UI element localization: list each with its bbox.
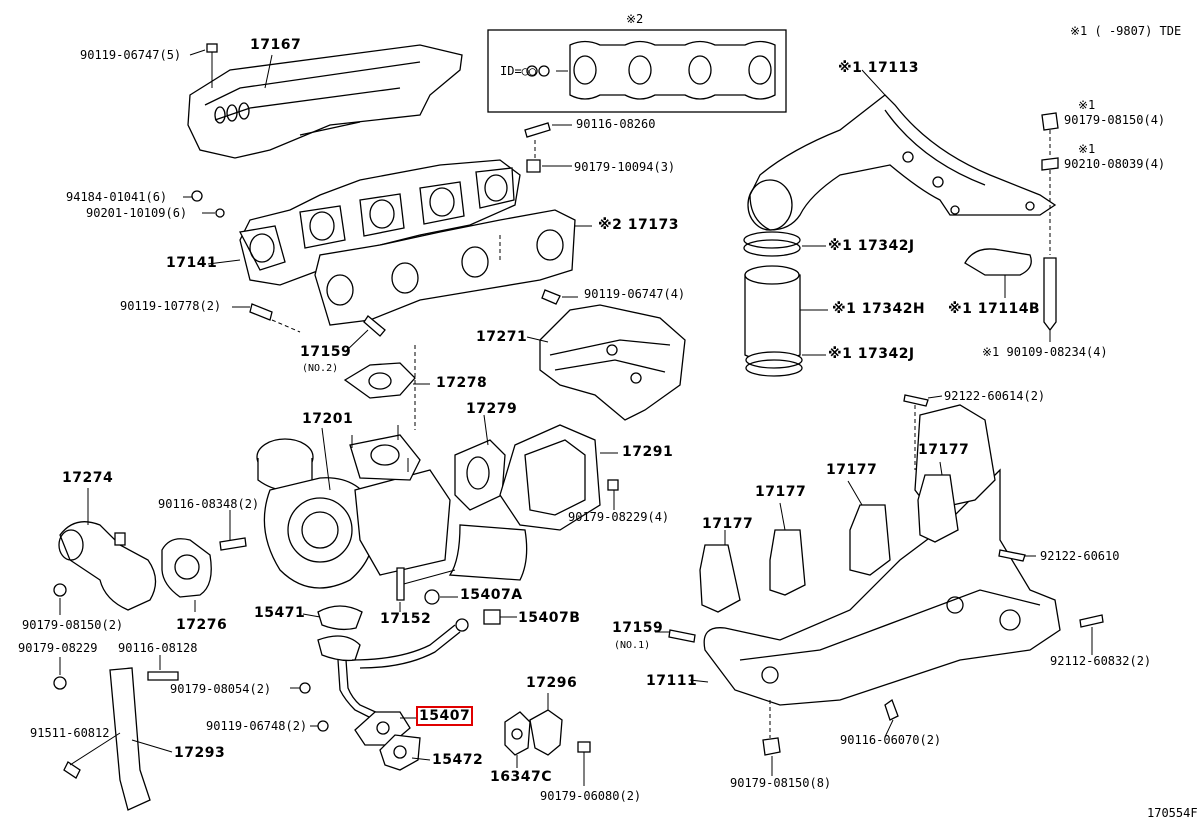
cover-plate (504, 709, 591, 756)
callout-part-number: 90179-08229(4) (568, 510, 670, 524)
callout-part-number: 17111 (646, 673, 698, 689)
callout-part-number: 16347C (490, 769, 552, 785)
turbocharger (256, 425, 451, 589)
callout-part-number: 90116-06070(2) (840, 733, 942, 747)
callout-part-number: 90116-08348(2) (158, 497, 260, 511)
callout-part-number: 92122-60610 (1040, 549, 1120, 563)
callout-part-number: 90179-08150(4) (1064, 113, 1166, 127)
intake-hose (743, 231, 1057, 377)
callout-part-number: 15407A (460, 587, 523, 603)
callout-part-number: 90116-08128 (118, 641, 198, 655)
exhaust-manifold (239, 159, 521, 286)
callout-part-number: 90119-10778(2) (120, 299, 222, 313)
heat-insulator-turbo (539, 304, 686, 421)
oil-return-pipe (299, 567, 501, 771)
callout-part-number: 15472 (432, 752, 484, 768)
intake-pipe (747, 94, 1059, 255)
callout-part-number: 15407B (518, 610, 581, 626)
callout-part-number: 17177 (702, 516, 754, 532)
gasket-inset (487, 29, 787, 113)
callout-part-number: 17177 (826, 462, 878, 478)
manifold-gasket (314, 209, 576, 326)
callout-part-number: 17201 (302, 411, 354, 427)
callout-part-number: 90201-10109(6) (86, 206, 188, 220)
callout-part-number: 15471 (254, 605, 306, 621)
callout-part-number: 17141 (166, 255, 218, 271)
callout-part-number: 17296 (526, 675, 578, 691)
callout-part-number: 90179-06080(2) (540, 789, 642, 803)
leader-lines (59, 49, 1093, 786)
callout-part-number: ※1 17342H (832, 301, 926, 317)
callout-part-number: 90179-10094(3) (574, 160, 676, 174)
callout-part-number: 90119-06748(2) (206, 719, 308, 733)
callout-part-number: 17271 (476, 329, 528, 345)
variant-note: ※1 ( -9807) TDE (1070, 24, 1182, 38)
callout-part-number: ※1 17342J (828, 238, 915, 254)
turbo-stay (53, 667, 179, 811)
callout-part-number: 90210-08039(4) (1064, 157, 1166, 171)
callout-part-number: ※1 90109-08234(4) (982, 345, 1108, 359)
callout-part-number: 92112-60832(2) (1050, 654, 1152, 668)
callout-part-note: (NO.1) (614, 640, 651, 651)
turbo-inlet-gasket (343, 362, 416, 399)
intake-manifold (668, 394, 1104, 756)
callout-part-number: 17291 (622, 444, 674, 460)
callout-part-note: ※1 (1078, 142, 1096, 156)
callout-part-number: 17177 (755, 484, 807, 500)
callout-part-number: 17159 (300, 344, 352, 360)
fasteners-upper (191, 122, 561, 430)
turbo-outlet-gasket (454, 439, 506, 511)
inlet-elbow (53, 521, 247, 611)
callout-part-note: ※1 (1078, 98, 1096, 112)
callout-part-note: (NO.2) (302, 363, 339, 374)
callout-part-number: ※1 17114B (948, 301, 1041, 317)
exhaust-elbow (399, 424, 619, 586)
callout-part-number: 91511-60812 (30, 726, 110, 740)
inset-id-label: ID=○○ (500, 64, 537, 78)
callout-part-number: 90179-08150(8) (730, 776, 832, 790)
callout-part-number: 90179-08054(2) (170, 682, 272, 696)
callout-part-number: 17278 (436, 375, 488, 391)
callout-part-number: 90116-08260 (576, 117, 656, 131)
inset-mark: ※2 (626, 12, 644, 26)
callout-part-number: 94184-01041(6) (66, 190, 168, 204)
callout-part-number: 17293 (174, 745, 226, 761)
callout-part-number: 17274 (62, 470, 114, 486)
diagram-id: 170554F (1147, 806, 1198, 820)
callout-part-number: 17159 (612, 620, 664, 636)
callout-part-number: ※2 17173 (598, 217, 679, 233)
callout-part-number: 17167 (250, 37, 302, 53)
callout-part-number: 90119-06747(5) (80, 48, 182, 62)
callout-part-number: 17276 (176, 617, 228, 633)
callout-part-number: 92122-60614(2) (944, 389, 1046, 403)
callout-part-number-highlighted[interactable]: 15407 (415, 706, 474, 726)
callout-part-number: 90179-08229 (18, 641, 98, 655)
callout-part-number: 17152 (380, 611, 432, 627)
callout-part-number: 90179-08150(2) (22, 618, 124, 632)
callout-part-number: ※1 17113 (838, 60, 919, 76)
heat-insulator-upper (187, 43, 463, 159)
callout-part-number: 17279 (466, 401, 518, 417)
callout-part-number: 17177 (918, 442, 970, 458)
callout-part-number: 90119-06747(4) (584, 287, 686, 301)
callout-part-number: ※1 17342J (828, 346, 915, 362)
